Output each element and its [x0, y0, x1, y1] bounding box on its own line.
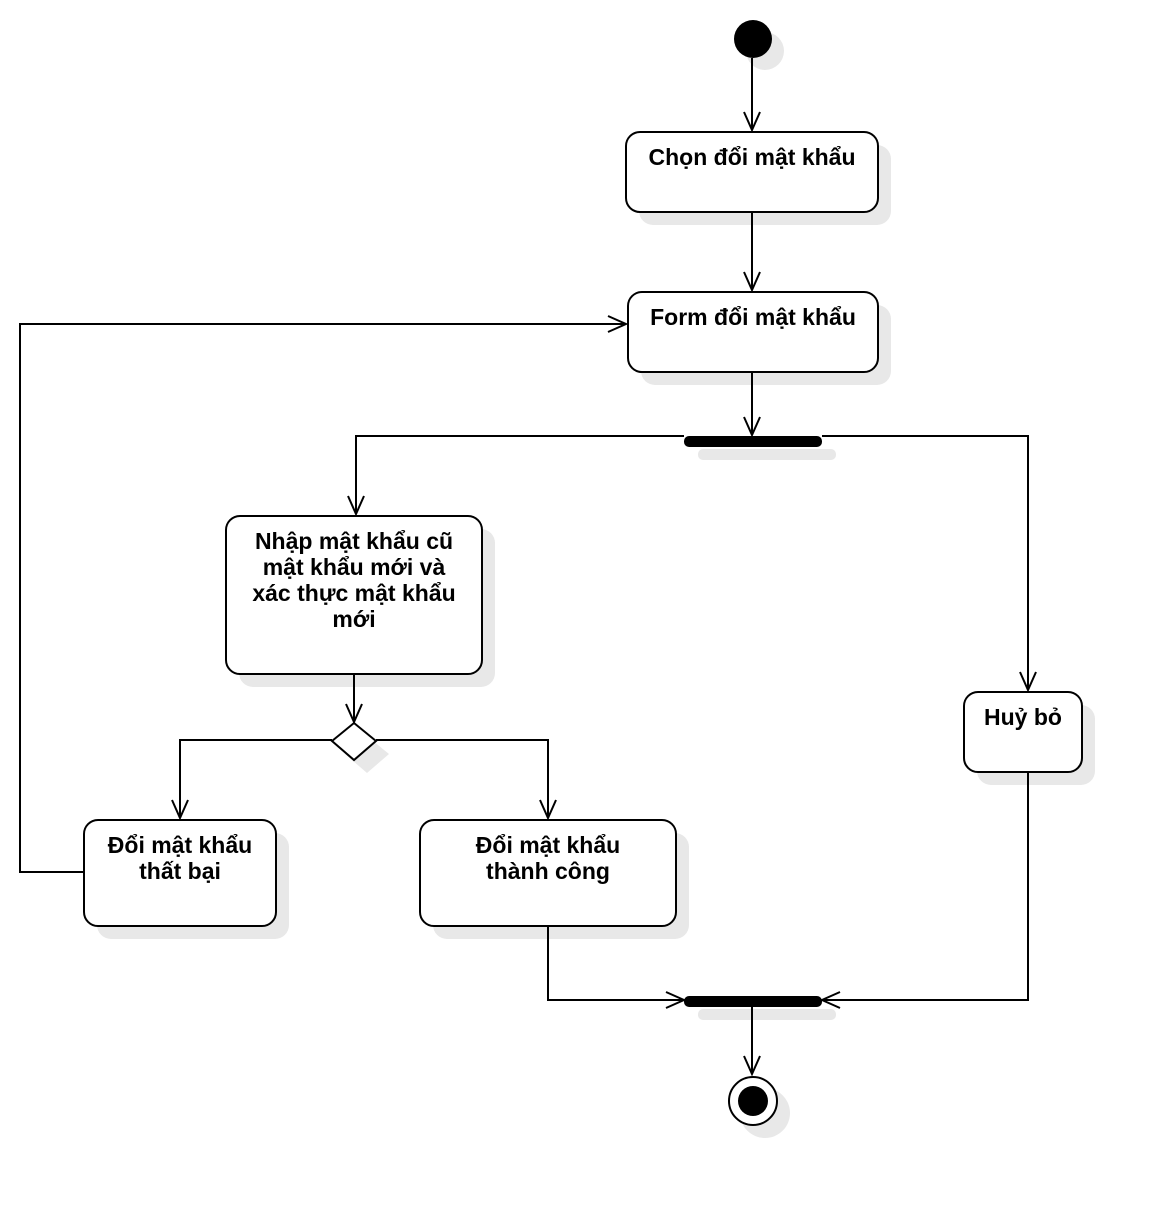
activity-nhap-mat-khau-line-3: xác thực mật khẩu: [252, 580, 455, 606]
edge-that-bai-to-form: [19, 315, 629, 873]
activity-nhap-mat-khau: Nhập mật khẩu cũ mật khẩu mới và xác thự…: [225, 515, 483, 675]
activity-chon-doi-mat-khau: Chọn đổi mật khẩu: [625, 131, 879, 213]
activity-huy-bo-label: Huỷ bỏ: [984, 704, 1062, 730]
edge-thanh-cong-to-join: [547, 926, 687, 1009]
edge-start-to-chon: [743, 58, 761, 133]
fork-bar: [684, 436, 822, 447]
activity-nhap-mat-khau-line-4: mới: [332, 606, 375, 632]
activity-nhap-mat-khau-line-2: mật khẩu mới và: [263, 554, 446, 580]
edge-fork-to-huy: [822, 435, 1037, 693]
edge-form-to-fork: [743, 372, 761, 438]
activity-nhap-mat-khau-line-1: Nhập mật khẩu cũ: [255, 528, 453, 554]
activity-huy-bo: Huỷ bỏ: [963, 691, 1083, 773]
activity-doi-that-bai-line-2: thất bại: [139, 858, 221, 884]
join-bar: [684, 996, 822, 1007]
edge-chon-to-form: [743, 212, 761, 293]
edge-decision-to-that-bai: [171, 739, 332, 821]
edge-join-to-end: [743, 1006, 761, 1077]
activity-doi-thanh-cong-line-1: Đổi mật khẩu: [476, 832, 620, 858]
activity-doi-thanh-cong: Đổi mật khẩu thành công: [419, 819, 677, 927]
activity-doi-that-bai: Đổi mật khẩu thất bại: [83, 819, 277, 927]
initial-node: [734, 20, 772, 58]
decision-node: [330, 721, 378, 762]
activity-form-doi-mat-khau: Form đổi mật khẩu: [627, 291, 879, 373]
edge-fork-to-nhap: [347, 435, 684, 517]
edge-huy-to-join: [819, 772, 1029, 1009]
edge-decision-to-thanh-cong: [376, 739, 557, 821]
final-node: [728, 1076, 778, 1126]
edges: [19, 58, 1037, 1077]
activity-chon-doi-mat-khau-label: Chọn đổi mật khẩu: [649, 144, 856, 170]
activity-doi-that-bai-line-1: Đổi mật khẩu: [108, 832, 252, 858]
activity-form-doi-mat-khau-label: Form đổi mật khẩu: [650, 304, 856, 330]
nodes: Chọn đổi mật khẩu Form đổi mật khẩu Nhập…: [83, 20, 1083, 1126]
activity-doi-thanh-cong-line-2: thành công: [486, 858, 610, 884]
